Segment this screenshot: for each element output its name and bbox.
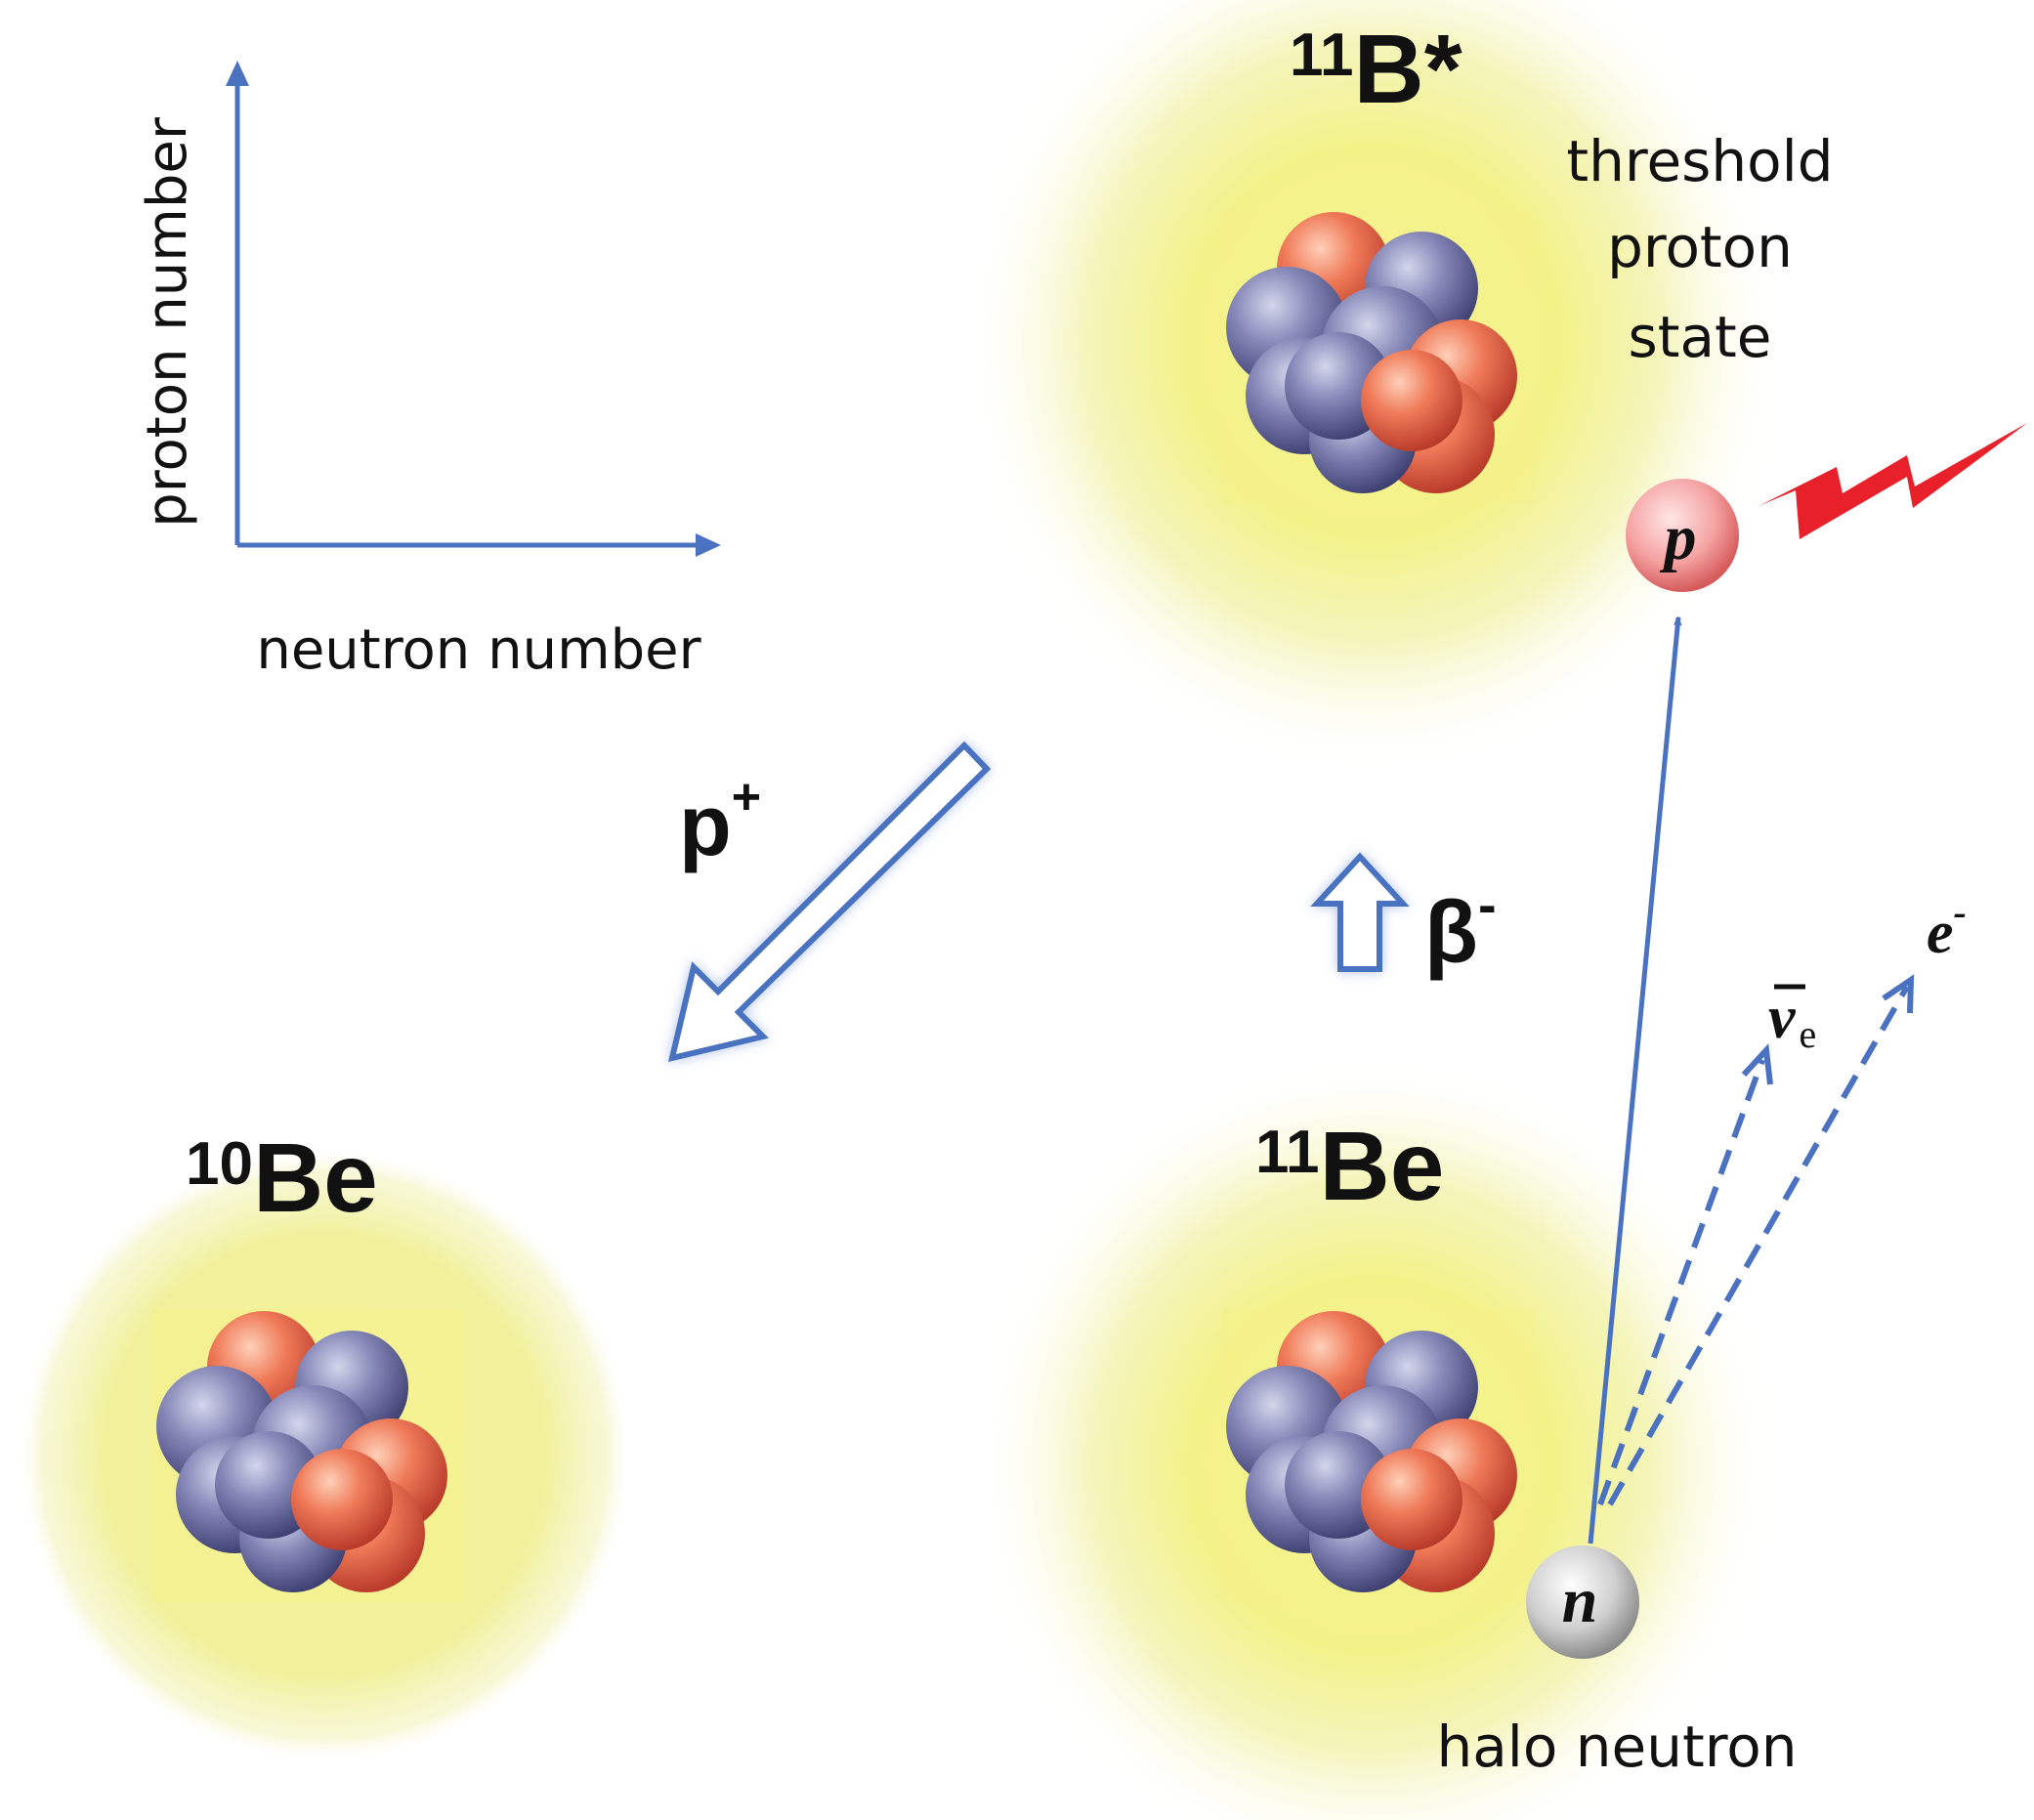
be10-label: 10Be <box>186 1123 378 1233</box>
lightning-bolt-icon <box>1759 423 2027 539</box>
electron-charge: - <box>1954 890 1967 934</box>
antineutrino-subscript: e <box>1800 1012 1817 1056</box>
y-axis-label: proton number <box>136 116 199 528</box>
proton-emission-arrow <box>667 741 992 1063</box>
proton-emission-symbol: p <box>679 777 732 873</box>
be10-symbol: Be <box>253 1123 378 1233</box>
antineutrino-arrowhead <box>1741 1043 1773 1085</box>
proton-emission-label: p+ <box>679 769 761 873</box>
beta-charge: - <box>1478 873 1497 935</box>
x-axis-label: neutron number <box>256 618 701 682</box>
be11-symbol: Be <box>1320 1112 1445 1221</box>
antineutrino-track <box>1597 1058 1765 1506</box>
halo-neutron-ball <box>1526 1545 1639 1659</box>
b11-label: 11B* <box>1290 15 1462 124</box>
be10-nucleus <box>151 1309 464 1602</box>
proton-symbol: p <box>1660 502 1697 573</box>
b11-mass-number: 11 <box>1290 21 1354 89</box>
proton-ball <box>1626 479 1739 592</box>
threshold-state-label: threshold proton state <box>1566 128 1833 370</box>
halo-neutron-label: halo neutron <box>1436 1714 1797 1780</box>
be11-label: 11Be <box>1255 1112 1444 1221</box>
electron-track <box>1607 985 1910 1506</box>
electron-symbol: e <box>1927 900 1954 966</box>
be11-nucleus <box>1221 1309 1534 1602</box>
axes <box>226 61 721 557</box>
electron-arrowhead <box>1882 974 1915 1014</box>
beta-decay-label: β- <box>1424 873 1497 982</box>
state-label-line2: proton <box>1607 214 1793 280</box>
be11-mass-number: 11 <box>1255 1119 1320 1186</box>
proton-emission-charge: + <box>732 769 761 825</box>
be10-mass-number: 10 <box>186 1130 253 1198</box>
proton-track <box>1588 617 1678 1545</box>
beta-symbol: β <box>1424 884 1478 982</box>
antineutrino-symbol: ν <box>1768 985 1797 1051</box>
b11-symbol: B* <box>1354 15 1462 124</box>
state-label-line1: threshold <box>1566 128 1833 194</box>
b11-nucleus <box>1221 210 1534 503</box>
svg-text:νe: νe <box>1768 985 1816 1056</box>
neutron-symbol: n <box>1562 1565 1598 1636</box>
electron-label: e- <box>1927 890 1967 966</box>
state-label-line3: state <box>1629 304 1772 370</box>
beta-decay-arrow <box>1310 852 1410 972</box>
